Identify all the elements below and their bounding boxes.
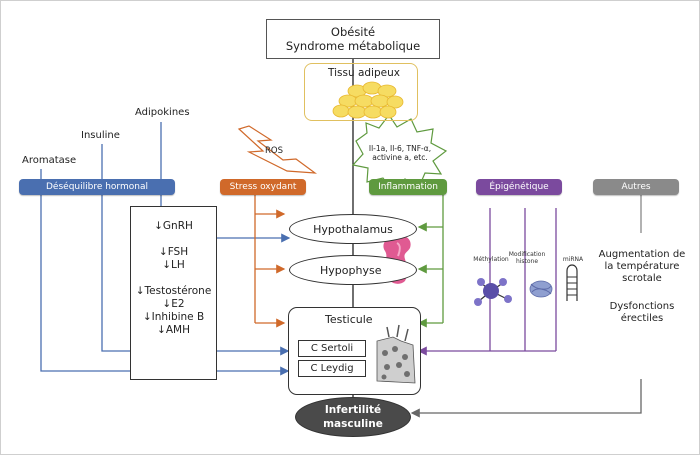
- fat-cells-illustration: [332, 81, 404, 119]
- histone-modification-line-2: histone: [515, 258, 539, 265]
- scrotal-temperature-line-3: scrotale: [622, 273, 662, 284]
- hypothalamus-ellipse: Hypothalamus: [289, 214, 417, 244]
- insuline-label: Insuline: [81, 130, 120, 141]
- others-pill: Autres: [593, 179, 679, 195]
- testicle-label: Testicule: [325, 313, 373, 326]
- erectile-dysfunction-line-2: érectiles: [620, 313, 664, 324]
- scrotal-temperature-text: Augmentation de la température scrotale: [593, 249, 691, 285]
- insuline-to-testicle-arrow: [101, 195, 290, 356]
- sertoli-cell-box: C Sertoli: [298, 340, 366, 357]
- cytokine-starburst-shape: [351, 113, 448, 190]
- e2-label: E2: [171, 298, 185, 310]
- epigenetics-pill: Épigénétique: [476, 179, 562, 195]
- amh-item: ↓AMH: [157, 324, 190, 336]
- methylation-label: Méthylation: [473, 256, 509, 263]
- cytokines-line-1: Il-1a, Il-6, TNF-α,: [368, 144, 432, 153]
- methylation-illustration: [474, 278, 512, 306]
- histone-modification-line-1: Modification: [508, 251, 546, 258]
- ros-bolt-shape: [237, 125, 318, 174]
- leydig-cell-box: C Leydig: [298, 360, 366, 377]
- male-infertility-line-1: Infertilité: [324, 404, 382, 416]
- testosterone-label: Testostérone: [144, 285, 212, 297]
- inhibine-label: Inhibine B: [151, 311, 205, 323]
- fsh-label: FSH: [167, 246, 189, 258]
- amh-label: AMH: [165, 324, 190, 336]
- hormone-list-box: ↓GnRH ↓FSH ↓LH ↓Testostérone ↓E2 ↓Inhibi…: [130, 206, 217, 380]
- male-infertility-ellipse: Infertilité masculine: [295, 397, 411, 437]
- cytokines-text: Il-1a, Il-6, TNF-α, activine a, etc.: [367, 144, 433, 162]
- hypophyse-label: Hypophyse: [320, 263, 382, 277]
- inflammation-pill: Inflammation: [369, 179, 447, 195]
- adipokines-label: Adipokines: [135, 107, 190, 118]
- male-infertility-line-2: masculine: [323, 418, 383, 430]
- mirna-label: miRNA: [562, 256, 584, 263]
- fsh-item: ↓FSH: [158, 246, 189, 258]
- hormonal-imbalance-pill: Déséquilibre hormonal: [19, 179, 175, 195]
- gnrh-item: ↓GnRH: [154, 220, 193, 232]
- erectile-dysfunction-line-1: Dysfonctions: [609, 301, 675, 312]
- e2-item: ↓E2: [162, 298, 185, 310]
- histone-modification-label: Modification histone: [507, 251, 547, 265]
- hypophyse-ellipse: Hypophyse: [289, 255, 417, 285]
- histone-illustration: [529, 280, 553, 298]
- ros-label: ROS: [265, 146, 283, 156]
- scrotal-temperature-line-2: la température: [604, 261, 680, 272]
- testosterone-item: ↓Testostérone: [135, 285, 212, 297]
- others-to-outcome-arrow: [410, 379, 642, 418]
- aromatase-label: Aromatase: [22, 155, 77, 166]
- mirna-illustration: [566, 264, 578, 301]
- adipose-tissue-box: [304, 63, 418, 121]
- lh-item: ↓LH: [162, 259, 185, 271]
- adipose-tissue-label: Tissu adipeux: [328, 67, 400, 79]
- scrotal-temperature-line-1: Augmentation de: [598, 249, 686, 260]
- lh-label: LH: [171, 259, 185, 271]
- obesity-label: Obésité: [330, 25, 376, 39]
- inhibine-item: ↓Inhibine B: [142, 311, 205, 323]
- oxidative-stress-pill: Stress oxydant: [220, 179, 306, 195]
- cytokines-line-2: activine a, etc.: [372, 153, 428, 162]
- obesity-box: Obésité Syndrome métabolique: [266, 19, 440, 59]
- metabolic-syndrome-label: Syndrome métabolique: [285, 39, 421, 53]
- erectile-dysfunction-text: Dysfonctions érectiles: [593, 301, 691, 325]
- gnrh-label: GnRH: [162, 220, 193, 232]
